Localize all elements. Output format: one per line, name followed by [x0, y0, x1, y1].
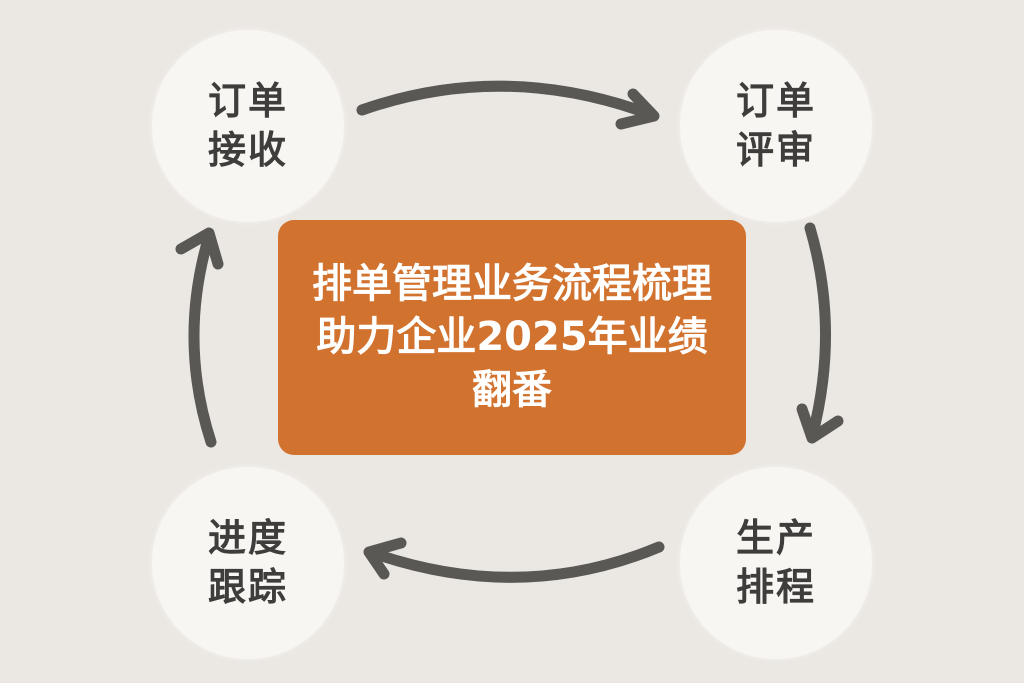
node-label-line: 订单 — [207, 78, 288, 123]
node-label-line: 评审 — [735, 128, 816, 172]
node-order-receive: 订单 接收 — [152, 30, 344, 222]
arrow-left-icon — [188, 230, 217, 448]
node-label-line: 跟踪 — [207, 565, 288, 609]
center-title-line: 翻番 — [472, 366, 552, 413]
node-production-schedule: 生产 排程 — [680, 467, 872, 659]
node-label-line: 订单 — [735, 78, 816, 123]
center-title-line: 排单管理业务流程梳理 — [312, 261, 712, 308]
center-title-box: 排单管理业务流程梳理 助力企业2025年业绩 翻番 — [278, 220, 746, 455]
arrow-top-icon — [356, 80, 658, 121]
center-title-line: 助力企业2025年业绩 — [316, 314, 708, 361]
node-progress-tracking: 进度 跟踪 — [152, 467, 344, 659]
node-label-line: 排程 — [735, 565, 816, 609]
node-label-line: 接收 — [207, 128, 288, 172]
arrow-bottom-icon — [364, 541, 665, 583]
node-label-line: 生产 — [735, 515, 816, 560]
arrow-right-icon — [804, 222, 832, 443]
node-label-line: 进度 — [207, 515, 288, 560]
node-order-review: 订单 评审 — [680, 30, 872, 222]
